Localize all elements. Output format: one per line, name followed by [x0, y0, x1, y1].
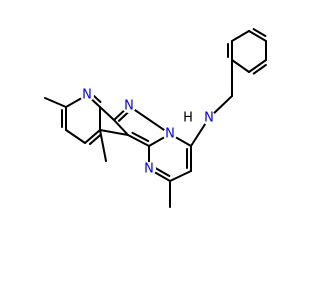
bond-line [248, 30, 267, 42]
bond-line [99, 106, 115, 121]
atom-label-nitrogen: N [144, 162, 154, 177]
atom-label-nitrogen: N [165, 127, 175, 142]
atom-label-background [202, 111, 216, 125]
bond-line [99, 129, 107, 162]
bond-line [99, 129, 129, 136]
bond-line [127, 134, 150, 147]
atom-label-background [181, 111, 195, 125]
atom-n-pyridine: N [80, 88, 94, 103]
bond-line [84, 129, 101, 144]
bond-line [231, 30, 250, 42]
atom-label-nitrogen: N [204, 111, 214, 126]
double-bond-line [131, 131, 150, 143]
atom-n-amine: N [202, 111, 216, 126]
bond-line [113, 119, 129, 136]
bond-line [248, 59, 267, 73]
double-bond-line [88, 133, 102, 146]
bond-line [128, 105, 171, 135]
bond-line [169, 170, 192, 182]
atom-label-background [80, 88, 94, 102]
bond-line [231, 59, 250, 73]
bond-line [44, 97, 67, 108]
atom-label-nitrogen: N [82, 88, 92, 103]
atom-label-background [122, 99, 136, 113]
atom-label-nitrogen: N [124, 99, 134, 114]
double-bond-line [252, 63, 267, 75]
atom-label-hydrogen: H [183, 111, 193, 126]
bond-line [65, 129, 86, 144]
atom-label-background [163, 127, 177, 141]
double-bond-line [252, 28, 267, 38]
atom-n-pyrimidine: N [142, 162, 156, 177]
bond-layer [44, 28, 267, 208]
atom-n-bridge: N [163, 127, 177, 142]
atom-label-background [142, 162, 156, 176]
atom-h-amine: H [181, 111, 195, 126]
double-bond-line [152, 166, 171, 178]
atom-n-pyrazole: N [122, 99, 136, 114]
